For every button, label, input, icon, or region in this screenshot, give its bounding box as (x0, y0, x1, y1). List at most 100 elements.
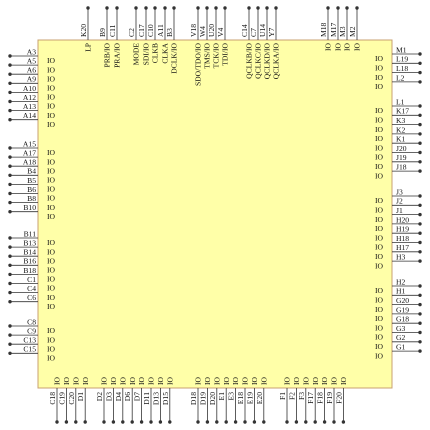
io-label: IO (47, 56, 56, 65)
io-label: IO (47, 354, 56, 363)
pin-label: F18 (316, 392, 325, 404)
pin-dot (196, 6, 200, 10)
io-label: IO (375, 116, 384, 125)
pin-label: B18 (23, 266, 36, 275)
pin-label: C6 (27, 293, 36, 302)
io-label: IO (109, 376, 118, 385)
pin-dot (130, 420, 134, 424)
pin-label: K17 (396, 107, 409, 116)
pin-dot (294, 420, 299, 424)
io-label: IO (375, 162, 384, 171)
pin-dot (8, 324, 12, 328)
pin-label: J2 (396, 197, 403, 206)
io-label: IO (100, 376, 109, 385)
pin-dot (304, 420, 308, 424)
pin-dot (105, 6, 109, 10)
io-label: IO (375, 54, 384, 63)
pin-label: W4 (198, 26, 207, 37)
pin-label: C4 (27, 284, 36, 293)
pin-dot (252, 420, 257, 424)
io-label: IO (375, 314, 384, 323)
io-label: IO (47, 120, 56, 129)
pin-label: C15 (23, 345, 36, 354)
io-label: IO (47, 302, 56, 311)
pin-dot (8, 254, 12, 258)
pin-dot (205, 420, 210, 424)
pin-dot (322, 420, 327, 424)
pin-label: A14 (23, 111, 36, 120)
io-label: IO (128, 376, 137, 385)
pin-dot (205, 6, 209, 10)
pin-dot (418, 132, 422, 136)
pin-label: C11 (108, 24, 117, 37)
io-label: IO (375, 305, 384, 314)
pin-label: C19 (57, 392, 66, 405)
pin-label: G19 (396, 305, 409, 314)
io-label: IO (47, 275, 56, 284)
io-label: IO (47, 256, 56, 265)
pin-label: V18 (189, 24, 198, 37)
pin-label: G3 (396, 324, 405, 333)
io-label: IO (156, 376, 165, 385)
io-label: IO (375, 351, 384, 360)
io-label: IO (375, 64, 384, 73)
pin-label: Y7 (267, 28, 276, 37)
pin-dot (8, 351, 12, 355)
pin-label: B14 (23, 248, 36, 257)
io-label: IO (47, 335, 56, 344)
io-label: IO (47, 284, 56, 293)
pin-dot (55, 420, 59, 424)
pin-dot (8, 236, 12, 240)
pin-label: G1 (396, 343, 405, 352)
pin-label: D4 (114, 392, 123, 401)
pin-label: C10 (146, 24, 155, 37)
io-label: IO (301, 376, 310, 385)
pin-label: A17 (23, 149, 36, 158)
io-label: IO (375, 171, 384, 180)
pin-label: A10 (23, 84, 36, 93)
left-pins: A3IOA5IOA6IOA9IOA10IOA12IOA13IOA14IOA15I… (8, 47, 56, 363)
io-label: IO (47, 102, 56, 111)
io-label: IO (147, 376, 156, 385)
function-label: DCLK/IO (170, 42, 179, 73)
io-label: IO (375, 196, 384, 205)
pin-dot (418, 104, 422, 108)
pin-label: H17 (396, 243, 409, 252)
pin-label: A13 (23, 102, 36, 111)
pin-dot (168, 420, 172, 424)
pin-dot (134, 6, 138, 10)
pin-label: D11 (142, 392, 151, 405)
pin-dot (144, 6, 148, 10)
pin-label: K1 (396, 135, 405, 144)
function-label: IO (334, 42, 343, 51)
pin-dot (153, 6, 157, 10)
pin-label: A18 (23, 158, 36, 167)
pin-label: F3 (297, 392, 306, 400)
pin-dot (8, 182, 12, 187)
pin-label: G2 (396, 333, 405, 342)
io-label: IO (375, 125, 384, 134)
io-label: IO (250, 376, 259, 385)
pin-dot (8, 173, 12, 177)
io-label: IO (47, 185, 56, 194)
io-label: IO (212, 376, 221, 385)
pin-label: K20 (79, 24, 88, 37)
pin-dot (8, 290, 12, 295)
pin-dot (86, 6, 90, 10)
function-label: CLKB (151, 43, 160, 63)
pin-dot (64, 420, 69, 424)
io-label: IO (194, 376, 203, 385)
pin-label: E3 (227, 392, 236, 401)
pin-dot (418, 203, 422, 207)
pin-label: B3 (165, 28, 174, 37)
pin-label: D6 (123, 392, 132, 401)
pin-label: B16 (23, 257, 36, 266)
pin-dot (8, 333, 12, 337)
pin-dot (8, 300, 12, 304)
io-label: IO (375, 252, 384, 261)
pin-label: C14 (240, 24, 249, 37)
pin-label: B11 (24, 229, 37, 238)
io-label: IO (375, 323, 384, 332)
